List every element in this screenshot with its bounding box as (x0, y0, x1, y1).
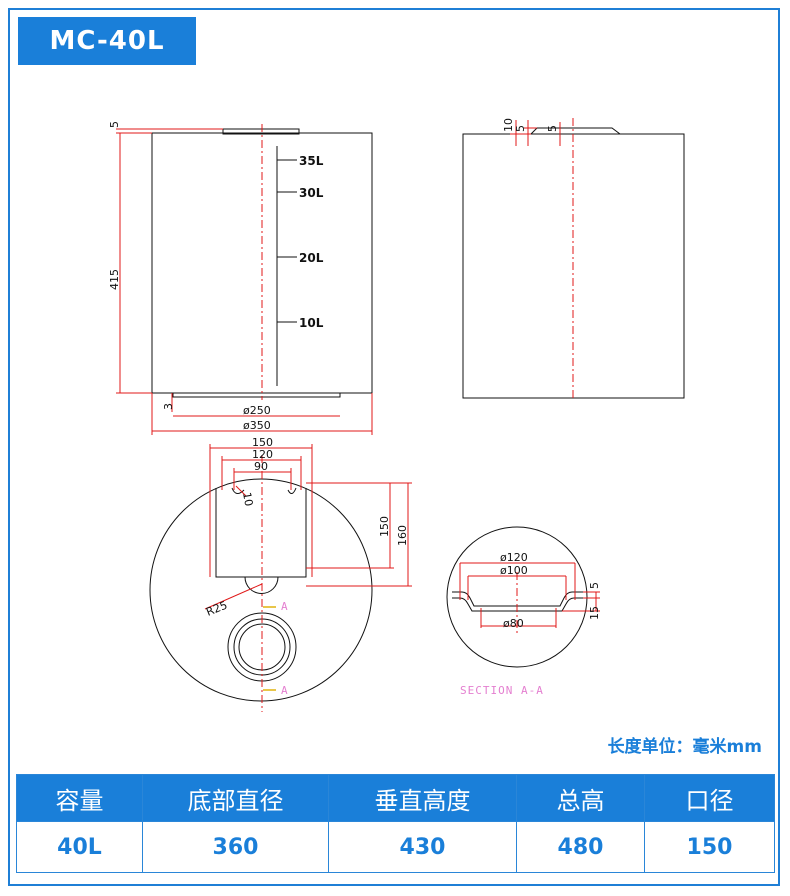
front-base (172, 392, 341, 398)
top-r25-arc (244, 576, 279, 594)
value-total-height: 480 (516, 821, 645, 873)
dim-bottom-3: 3 (162, 403, 175, 410)
front-view: 35L 30L 20L 10L 5 415 3 ø250 ø350 (108, 121, 373, 435)
value-capacity: 40L (16, 821, 143, 873)
top-notch-left (231, 487, 245, 494)
model-title: MC-40L (18, 17, 196, 65)
dim-dia80: ø80 (503, 617, 524, 630)
section-mark-bottom: A (281, 684, 288, 697)
side-dim-5a: 5 (514, 125, 527, 132)
unit-note: 长度单位：毫米mm (607, 737, 762, 757)
dim-top-5: 5 (108, 121, 121, 128)
dim-dia120: ø120 (500, 551, 528, 564)
spec-table: 容量 底部直径 垂直高度 总高 口径 40L 360 430 480 150 (16, 774, 775, 873)
dim-body-dia: ø350 (243, 419, 271, 432)
value-base-diameter: 360 (142, 821, 329, 873)
dim-150: 150 (252, 436, 273, 449)
header-base-diameter: 底部直径 (142, 774, 329, 822)
dim-height-415: 415 (108, 269, 121, 290)
dim-5: 5 (588, 582, 601, 589)
scale-label-10: 10L (299, 316, 324, 330)
dim-120: 120 (252, 448, 273, 461)
side-view: 10 5 5 (462, 118, 685, 400)
header-total-height: 总高 (516, 774, 645, 822)
header-vertical-height: 垂直高度 (328, 774, 517, 822)
top-opening-outline (215, 488, 307, 578)
dim-dia100: ø100 (500, 564, 528, 577)
value-opening: 150 (644, 821, 775, 873)
side-dim-10: 10 (502, 118, 515, 132)
dim-15: 15 (588, 606, 601, 620)
section-mark-top: A (281, 600, 288, 613)
page-frame (8, 8, 780, 886)
header-opening: 口径 (644, 774, 775, 822)
scale-label-35: 35L (299, 154, 324, 168)
dim-base-dia: ø250 (243, 404, 271, 417)
section-label: SECTION A-A (460, 684, 544, 697)
scale-label-20: 20L (299, 251, 324, 265)
dim-h150: 150 (378, 516, 391, 537)
scale-label-30: 30L (299, 186, 324, 200)
dim-line-r25 (204, 583, 263, 610)
header-capacity: 容量 (16, 774, 143, 822)
value-vertical-height: 430 (328, 821, 517, 873)
spec-header-row: 容量 底部直径 垂直高度 总高 口径 (16, 774, 775, 822)
section-detail: ø120 ø100 ø80 5 15 SECTION A-A (446, 526, 601, 697)
section-circle (446, 526, 588, 668)
dim-h160: 160 (396, 525, 409, 546)
side-dim-5b: 5 (546, 125, 559, 132)
top-notch-right (287, 487, 297, 494)
dim-line-10 (235, 485, 247, 497)
front-lid (222, 128, 300, 135)
top-outer-circle (149, 478, 373, 702)
top-view: 150 120 90 10 150 160 R25 A A (149, 436, 412, 712)
side-lid (529, 127, 622, 135)
dim-90: 90 (254, 460, 268, 473)
spec-value-row: 40L 360 430 480 150 (16, 821, 775, 873)
dim-r25: R25 (204, 599, 229, 619)
dim-10: 10 (240, 491, 255, 507)
